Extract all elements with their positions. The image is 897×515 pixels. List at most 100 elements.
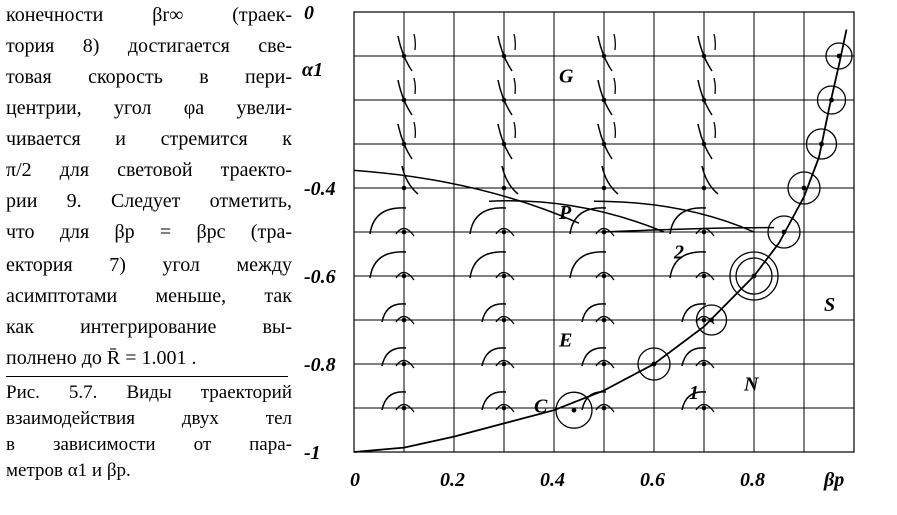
body-text-line: центрии, угол φa увели-: [6, 97, 292, 119]
plot-frame: [353, 11, 855, 453]
trajectory-arc: [469, 207, 507, 235]
trajectory-arc: [395, 315, 415, 325]
x-tick-label: 0.4: [540, 469, 565, 491]
region-label: G: [559, 65, 574, 87]
trajectory-stroke: [501, 165, 519, 195]
y-tick-label: -0.6: [304, 266, 336, 288]
x-tick-label: 0: [350, 469, 360, 491]
trajectory-stroke: [497, 123, 513, 160]
trajectory-stroke: [513, 77, 516, 95]
trajectory-stroke: [713, 121, 716, 139]
y-tick-label: -0.8: [304, 354, 336, 376]
trajectory-stroke: [401, 165, 419, 195]
x-tick-label: 0.6: [640, 469, 665, 491]
grid-node-dot: [401, 405, 407, 411]
body-text-line: что для βp = βpc (тра-: [6, 221, 292, 243]
body-text-line: π/2 для световой траекто-: [6, 159, 292, 181]
trajectory-circle: [555, 391, 593, 429]
region-label: N: [743, 373, 760, 395]
trajectory-stroke: [697, 79, 713, 116]
body-text-line: тория 8) достигается све-: [6, 35, 292, 57]
sweep-curve: [488, 200, 665, 233]
sweep-curve: [593, 200, 755, 233]
trajectory-arc: [595, 315, 615, 325]
trajectory-arc: [695, 403, 715, 413]
body-text-line: как интегрирование вы-: [6, 316, 292, 338]
body-text-line: конечности βr∞ (траек-: [6, 4, 292, 26]
trajectory-circle: [637, 347, 671, 381]
grid-node-dot: [501, 185, 507, 191]
grid-node-dot: [401, 185, 407, 191]
curve-point-dot: [651, 361, 657, 367]
trajectory-stroke: [513, 121, 516, 139]
region-label: 2: [673, 241, 684, 263]
trajectory-arc: [395, 271, 415, 281]
curve-point-dot: [751, 273, 757, 279]
y-axis-label: α1: [302, 59, 323, 81]
trajectory-arc: [569, 207, 607, 235]
grid-node-dot: [401, 361, 407, 367]
curve-point-dot: [781, 229, 787, 235]
region-label: P: [558, 202, 572, 224]
trajectory-stroke: [697, 35, 713, 72]
trajectory-arc: [595, 403, 615, 413]
region-label: 1: [689, 382, 699, 404]
x-tick-label: 0.8: [740, 469, 765, 491]
x-axis-label: βp: [823, 469, 844, 491]
trajectory-arc: [395, 227, 415, 237]
trajectory-stroke: [397, 79, 413, 116]
curve-point-dot: [801, 185, 807, 191]
trajectory-arc: [495, 403, 515, 413]
boundary-curve: [353, 29, 848, 453]
trajectory-arc: [381, 303, 407, 323]
grid-node-dot: [701, 273, 707, 279]
body-text-line: рии 9. Следует отметить,: [6, 190, 292, 212]
trajectory-circle: [787, 171, 821, 205]
trajectory-arc: [695, 359, 715, 369]
grid-node-dot: [701, 405, 707, 411]
trajectory-arc: [581, 347, 607, 367]
trajectory-arc: [481, 303, 507, 323]
trajectory-circle: [816, 85, 847, 115]
curve-point-dot: [829, 97, 834, 103]
figure-caption-line: взаимодействия двух тел: [6, 408, 292, 429]
figure-caption-line: метров α1 и βp.: [6, 460, 131, 481]
sweep-curve: [603, 226, 775, 233]
grid-node-dot: [401, 317, 407, 323]
trajectory-circle: [805, 128, 838, 160]
trajectory-stroke: [713, 33, 716, 51]
trajectory-stroke: [497, 79, 513, 116]
trajectory-stroke: [513, 33, 516, 51]
trajectory-circle-outer: [729, 251, 779, 301]
trajectory-arc: [595, 271, 615, 281]
trajectory-stroke: [613, 77, 616, 95]
grid-node-dot: [601, 317, 607, 323]
y-tick-label: -1: [304, 442, 321, 464]
curve-point-dot: [709, 317, 714, 323]
curve-point-dot: [571, 407, 577, 413]
trajectory-arc: [595, 359, 615, 369]
trajectory-circle: [825, 42, 853, 70]
trajectory-stroke: [697, 123, 713, 160]
figure-caption-line: Рис. 5.7. Виды траекторий: [6, 382, 292, 403]
grid-node-dot: [701, 317, 707, 323]
y-tick-label: -0.4: [304, 178, 336, 200]
grid-node-dot: [601, 185, 607, 191]
body-text-line: полнено до R̄ = 1.001 .: [6, 347, 197, 369]
trajectory-arc: [481, 391, 507, 411]
x-tick-label: 0.2: [440, 469, 465, 491]
body-text-line: ектория 7) угол между: [6, 254, 292, 276]
trajectory-circle: [767, 215, 801, 249]
trajectory-arc: [469, 251, 507, 279]
region-label: E: [558, 329, 572, 351]
trajectory-arc: [369, 251, 407, 279]
trajectory-stroke: [701, 165, 719, 195]
grid-node-dot: [501, 273, 507, 279]
trajectory-stroke: [597, 35, 613, 72]
trajectory-arc: [495, 227, 515, 237]
trajectory-arc: [581, 303, 607, 323]
